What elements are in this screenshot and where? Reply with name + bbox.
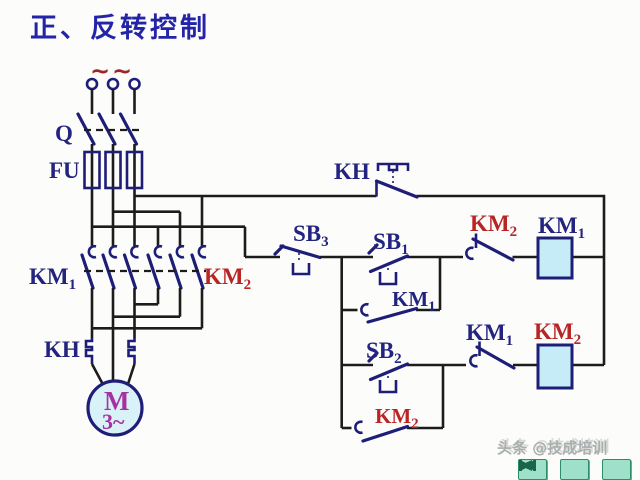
kh-thermal-heaters: KH <box>44 337 136 387</box>
km2-main-contacts: KM2 <box>146 244 251 293</box>
ac-mark: ~ <box>112 57 132 85</box>
sb1-label: SB1 <box>373 229 409 258</box>
km2-aux-label: KM2 <box>375 404 419 432</box>
q-label: Q <box>55 121 73 146</box>
three-phase-supply: ~ ~ <box>85 57 141 114</box>
km1-coil-label: KM1 <box>538 213 585 242</box>
km2-coil-label: KM2 <box>534 319 581 348</box>
slide-nav <box>518 459 631 480</box>
km1-nc-interlock: KM1 <box>466 320 516 370</box>
km2-nc-interlock: KM2 <box>465 211 517 262</box>
km2-nc-label: KM2 <box>470 211 517 240</box>
fuses-fu: FU <box>49 144 144 247</box>
page-title: 正、反转控制 <box>30 13 210 44</box>
output-crossover-wires <box>90 288 204 382</box>
sb2-label: SB2 <box>366 338 402 367</box>
km1-aux-contact: KM1 <box>360 287 436 324</box>
sb3-stop-button: SB3 <box>245 221 329 276</box>
fuse <box>125 150 144 190</box>
motor-letter: M <box>104 386 129 416</box>
kh-nc-contact: KH <box>334 159 419 199</box>
km1-coil: KM1 <box>536 213 585 280</box>
sb1-start-button: SB1 <box>367 229 410 286</box>
skip-forward-icon <box>520 460 536 471</box>
km2-main-label: KM2 <box>204 264 251 293</box>
km1-nc-label: KM1 <box>466 320 513 349</box>
km1-main-label: KM1 <box>29 264 76 293</box>
watermark: 头条 @技成培训 <box>497 439 608 457</box>
km1-main-contacts: KM1 <box>29 244 139 293</box>
nav-forward-button[interactable] <box>520 459 631 480</box>
motor: M 3~ <box>86 379 144 437</box>
sb3-label: SB3 <box>293 221 329 250</box>
km2-coil: KM2 <box>534 319 581 390</box>
motor-phase: 3~ <box>102 409 125 434</box>
fuse <box>83 150 101 190</box>
sb2-start-button: SB2 <box>366 338 410 394</box>
fu-label: FU <box>49 158 80 183</box>
km2-aux-contact: KM2 <box>354 404 419 443</box>
q-knife-switch: Q <box>55 112 140 146</box>
fuse <box>104 150 122 190</box>
nav-back-button[interactable] <box>520 459 589 480</box>
ac-mark: ~ <box>90 57 110 85</box>
km1-aux-label: KM1 <box>392 287 436 315</box>
control-wires <box>320 255 604 430</box>
phase-distribution-wires <box>92 194 606 365</box>
kh-label: KH <box>44 337 80 362</box>
kh-contact-label: KH <box>334 159 370 184</box>
